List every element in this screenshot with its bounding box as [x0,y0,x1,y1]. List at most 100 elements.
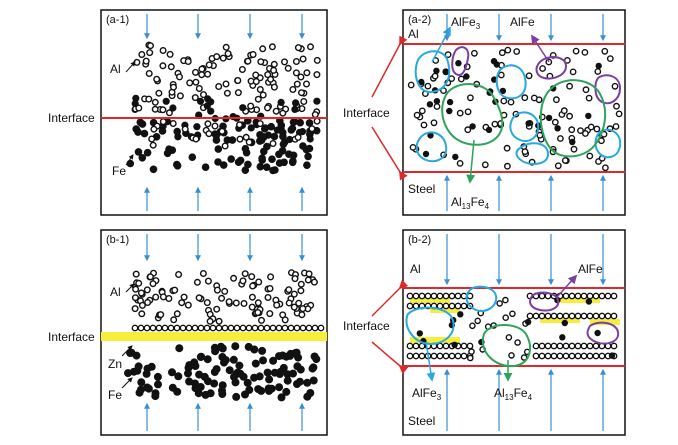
al-atom [561,157,569,164]
fe-atom [231,342,240,351]
al-atom [256,85,264,93]
al-atom [238,65,246,73]
al-atom [580,292,588,300]
al-atom [232,299,240,307]
al-atom [602,164,609,172]
al-atom [248,273,256,281]
panel-a2: (a-2) Al AlFe3 AlFe Steel Al13Fe4 Interf… [343,9,626,216]
al-atom [215,82,223,90]
al-atom [613,102,620,110]
al-atom [273,301,281,309]
fe-atom [203,355,212,364]
fe-atom [433,98,441,105]
al-atom [610,342,618,350]
al-atom [313,117,321,125]
al-atom [556,312,564,320]
al-atom [544,342,552,350]
al-atom [568,126,576,134]
al-atom [222,43,230,51]
al-atom [568,312,576,320]
fe-atom [608,352,616,359]
al-atom [293,80,301,88]
fe-atom [469,123,476,130]
al-atom [146,273,154,281]
al-atom [313,71,321,79]
al-atom [281,58,289,66]
al-atom [195,294,203,302]
al-atom [149,280,157,288]
panel-b2-frame [402,229,626,436]
fe-atom [288,124,297,133]
fe-atom [291,105,299,113]
fe-atom [153,372,162,381]
fe-atom [269,356,278,365]
panel-b1-fe-label: Fe [108,388,122,402]
al-atom [436,292,444,300]
al-atom [568,342,576,350]
al-atom [221,287,229,295]
al-atom [181,125,189,133]
al-atom [215,324,223,332]
al-atom [239,277,247,285]
al-atom [266,285,274,293]
fe-atom [256,162,265,171]
al-atom [568,352,576,360]
fe-atom [422,150,430,158]
al-atom [209,324,217,332]
panel-b2-atoms [406,292,620,362]
fe-atom [191,362,200,370]
al-atom [544,312,552,320]
fe-atom [243,378,252,387]
al-atom [193,278,201,286]
al-atom [204,70,212,78]
al-atom [192,135,200,143]
panel-a2-label: (a-2) [408,14,431,26]
al-atom [138,301,146,309]
fe-atom [279,132,287,141]
fe-atom [270,132,279,141]
fe-atom [559,334,566,341]
al-atom [159,106,167,114]
panel-a2-al13fe4-regions [441,79,607,158]
panel-b1-al-pointer [125,283,135,293]
al-atom [496,300,504,307]
al-atom [592,342,600,350]
fe-atom [200,372,209,381]
fe-atom [275,159,284,167]
al-atom [248,293,256,301]
al-atom [508,352,515,359]
al-atom [586,352,594,360]
al-atom [456,159,464,167]
al-atom [577,127,584,135]
panel-a1-al-pointer [125,61,136,73]
al-atom [317,324,325,332]
al-atom [148,135,156,143]
fe-atom [296,118,305,127]
fe-atom [134,148,143,156]
al-atom [145,69,153,77]
panel-b2-steel-label: Steel [408,414,435,428]
fe-atom [197,352,206,361]
al-atom [242,133,250,141]
al-atom [550,352,558,360]
al-atom [570,145,578,153]
al-atom [585,94,593,102]
al-atom [466,342,474,350]
fe-atom [126,349,135,357]
fe-atom [267,122,276,131]
panel-b2-interface-pointer-top [371,279,409,317]
fe-atom [229,355,238,364]
panel-b1-interface-label: Interface [48,330,95,344]
fe-atom [165,145,173,153]
fe-atom [455,60,462,67]
al-atom [586,292,594,300]
al-atom [469,322,476,330]
al-atom [213,286,221,294]
fe-atom [569,138,576,146]
al-atom [294,133,302,141]
al-atom [604,292,612,300]
fe-atom [129,367,138,376]
al-atom [245,138,253,146]
panel-b2-alfe3-regions [405,285,498,346]
al-atom [263,324,271,332]
